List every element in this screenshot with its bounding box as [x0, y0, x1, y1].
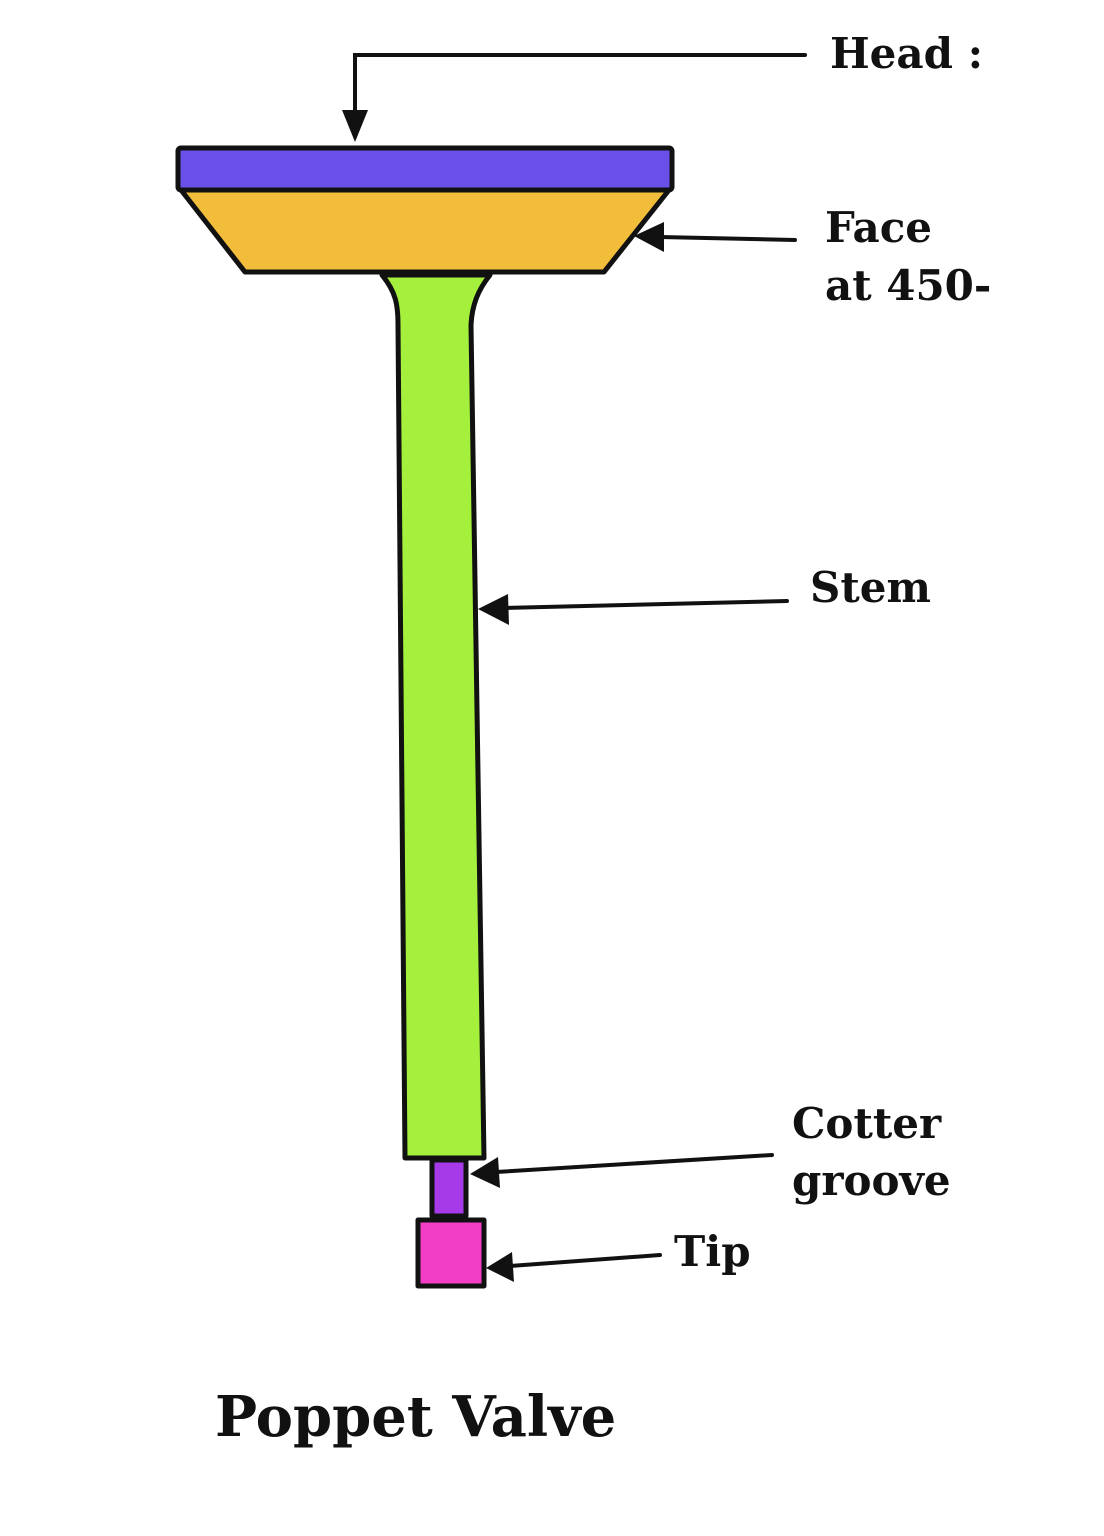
head-arrow-icon [342, 110, 368, 142]
valve-body [175, 145, 675, 1289]
tip-label: Tip [674, 1227, 751, 1276]
tip-leader-line [508, 1253, 662, 1268]
head-label: Head : [830, 29, 983, 78]
cotter-label-line2: groove [792, 1156, 951, 1205]
valve-head [175, 145, 675, 193]
valve-tip [415, 1217, 487, 1289]
cotter-leader-line [494, 1153, 774, 1174]
stem-leader-line [503, 599, 789, 610]
tip-arrow-icon [486, 1252, 514, 1282]
cotter-label-line1: Cotter [792, 1099, 942, 1148]
valve-face [178, 187, 672, 275]
face-label-line2: at 450- [825, 261, 991, 310]
stem-arrow-icon [478, 594, 509, 625]
labels: Head : Face at 450- Stem Cotter groove T… [215, 29, 991, 1450]
face-leader-line [658, 235, 797, 242]
face-arrow-icon [634, 222, 664, 252]
diagram-title: Poppet Valve [215, 1384, 616, 1450]
face-label-line1: Face [825, 203, 932, 252]
head-leader-line [353, 53, 807, 117]
valve-stem [379, 272, 493, 1161]
cotter-groove [429, 1157, 469, 1219]
leader-lines [342, 53, 807, 1282]
stem-label: Stem [810, 563, 931, 612]
cotter-arrow-icon [470, 1157, 500, 1188]
